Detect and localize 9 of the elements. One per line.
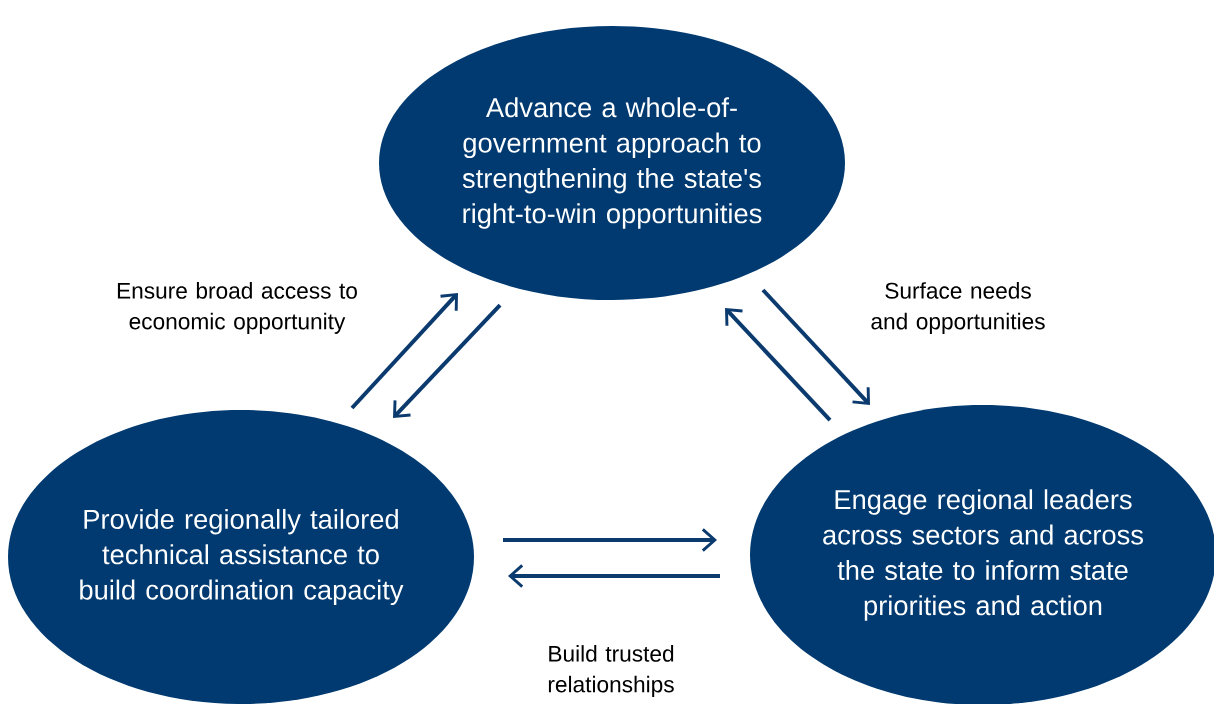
arrow xyxy=(503,528,717,552)
arrow xyxy=(761,288,870,405)
arrow xyxy=(725,308,832,422)
edge-label: Ensure broad access to economic opportunity xyxy=(117,282,357,334)
arrow xyxy=(350,293,458,410)
arrow xyxy=(393,303,502,418)
edge-label: Surface needs and opportunities xyxy=(871,282,1045,334)
edge-label: Build trusted relationships xyxy=(548,645,674,697)
arrow xyxy=(508,564,720,588)
